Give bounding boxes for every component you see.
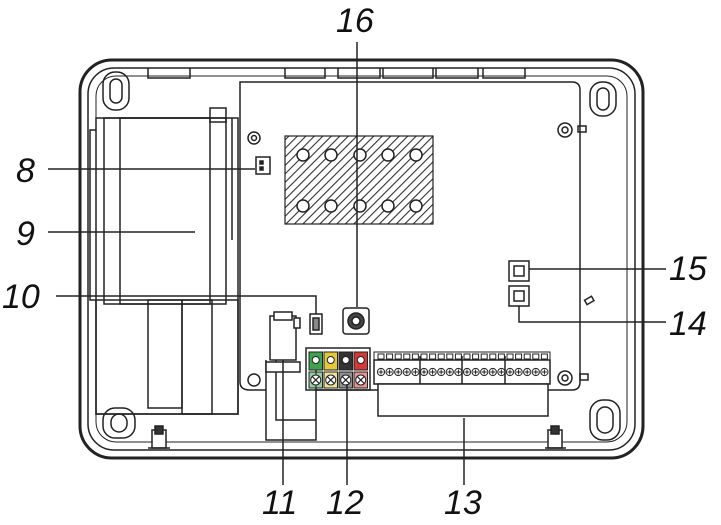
- terminal-13-tab-18: [523, 353, 531, 360]
- terminal-block-12: [305, 347, 371, 391]
- terminal-13-screw-slot-10: [455, 369, 461, 375]
- terminal-13-screw-slot-2: [387, 369, 393, 375]
- terminal-13-screw-slot-3: [395, 369, 401, 375]
- terminal-13-screw-slot-8: [438, 369, 444, 375]
- terminal-13-screw-slot-16: [507, 369, 513, 375]
- terminal-13-screw-slot-9: [447, 369, 453, 375]
- terminal-13-tab-13: [480, 353, 488, 360]
- callout-15: 15: [669, 250, 707, 288]
- callout-12: 12: [326, 484, 364, 522]
- callout-11: 11: [262, 484, 298, 522]
- terminal-13-screw-slot-6: [421, 369, 427, 375]
- terminal-13-screw-slot-1: [378, 369, 384, 375]
- callout-16: 16: [336, 2, 374, 40]
- jumper-10: [309, 313, 323, 335]
- leader-lines: [48, 42, 666, 485]
- terminal-13-screw-slot-14: [490, 369, 496, 375]
- terminal-13-tab-10: [454, 353, 462, 360]
- terminal-13-tab-2: [386, 353, 394, 360]
- terminal-13-tab-16: [506, 353, 514, 360]
- cable-clamps: [148, 425, 566, 449]
- housing: [78, 58, 645, 460]
- terminal-13-screw-slot-17: [516, 369, 522, 375]
- terminal-12-hole-4: [356, 356, 365, 364]
- terminal-13-tab-3: [394, 353, 402, 360]
- terminal-13-tab-14: [489, 353, 497, 360]
- battery-compartment: [89, 107, 239, 415]
- terminal-12-screw-cross-2: [326, 376, 335, 384]
- terminal-13-tab-12: [472, 353, 480, 360]
- terminal-13-screw-slot-13: [481, 369, 487, 375]
- terminal-12-screw-cross-4: [356, 376, 365, 384]
- terminal-13-tab-5: [411, 353, 419, 360]
- terminal-block-12-outline: [305, 347, 371, 391]
- terminal-12-hole-1: [311, 356, 320, 364]
- mounting-holes: [102, 71, 621, 441]
- callout-14: 14: [669, 305, 707, 343]
- terminal-13-screw-slot-5: [412, 369, 418, 375]
- terminal-13-tab-6: [420, 353, 428, 360]
- terminal-block-13: [373, 351, 551, 417]
- terminal-13-tab-8: [437, 353, 445, 360]
- buttons-14-15: [508, 260, 530, 307]
- terminal-12-screw-cross-3: [341, 376, 350, 384]
- terminal-12-screw-cross-1: [311, 376, 320, 384]
- callout-13: 13: [444, 484, 482, 522]
- terminal-13-tab-20: [540, 353, 548, 360]
- pcb-board: [239, 81, 595, 391]
- transformer-hatched: [284, 135, 434, 225]
- terminal-13-tab-9: [446, 353, 454, 360]
- tamper-switch-16: [342, 307, 370, 335]
- terminal-13-screw-slot-20: [541, 369, 547, 375]
- battery-connector-8: [255, 156, 271, 175]
- terminal-12-hole-2: [326, 356, 335, 364]
- callout-10: 10: [2, 278, 40, 316]
- terminal-13-tab-15: [497, 353, 505, 360]
- terminal-13-tab-19: [532, 353, 540, 360]
- terminal-13-tab-4: [403, 353, 411, 360]
- terminal-13-screw-slot-15: [498, 369, 504, 375]
- terminal-13-screw-slot-12: [473, 369, 479, 375]
- terminal-13-tab-17: [515, 353, 523, 360]
- terminal-13-tab-7: [429, 353, 437, 360]
- terminal-13-screw-slot-19: [533, 369, 539, 375]
- terminal-13-screw-slot-7: [430, 369, 436, 375]
- terminal-12-hole-3: [341, 356, 350, 364]
- callout-8: 8: [16, 152, 35, 190]
- callout-9: 9: [16, 215, 35, 253]
- terminal-13-screw-slot-18: [524, 369, 530, 375]
- terminal-13-tab-11: [463, 353, 471, 360]
- terminal-13-screw-slot-4: [404, 369, 410, 375]
- terminal-13-tab-1: [377, 353, 385, 360]
- terminal-13-screw-slot-11: [464, 369, 470, 375]
